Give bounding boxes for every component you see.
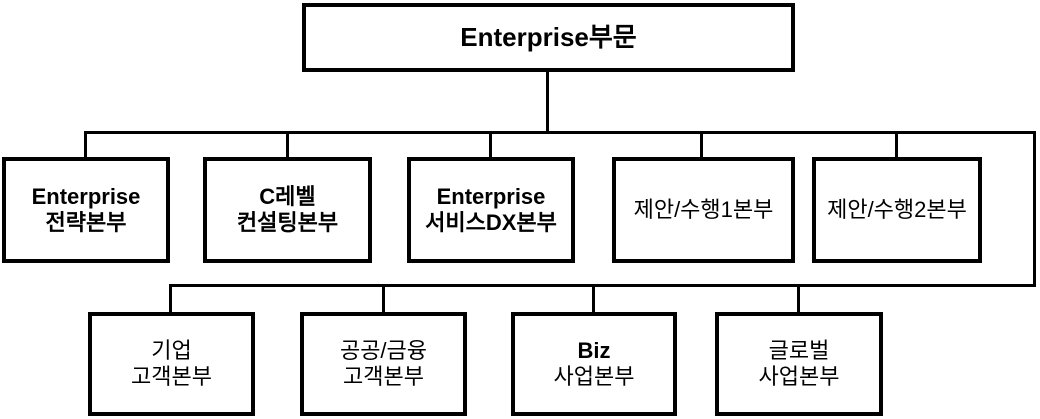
connector-row2-drop-3 bbox=[489, 131, 492, 157]
node-label-line: 기업 bbox=[151, 338, 192, 364]
node-label-line: 공공/금융 bbox=[339, 338, 428, 364]
node-label-line: C레벨 bbox=[259, 184, 316, 210]
connector-row3-hline bbox=[169, 284, 1036, 287]
org-node-enterprise-division: Enterprise부문 bbox=[302, 3, 795, 72]
node-label-line: 글로벌 bbox=[768, 338, 830, 364]
node-label: Enterprise부문 bbox=[460, 22, 637, 53]
node-label-line: 서비스DX본부 bbox=[425, 210, 557, 235]
node-label-line: 제안/수행2본부 bbox=[827, 197, 967, 223]
connector-row2-drop-2 bbox=[286, 131, 289, 157]
connector-row3-drop-1 bbox=[169, 284, 172, 312]
node-label-line: 고객본부 bbox=[343, 364, 424, 389]
connector-row3-drop-4 bbox=[797, 284, 800, 312]
node-label-line: Enterprise bbox=[436, 184, 546, 210]
org-node-enterprise-strategy: Enterprise 전략본부 bbox=[2, 157, 170, 263]
node-label-line: Enterprise bbox=[31, 184, 141, 210]
connector-row2-drop-5 bbox=[895, 131, 898, 157]
connector-row3-drop-3 bbox=[592, 284, 595, 312]
org-node-proposal-delivery-2: 제안/수행2본부 bbox=[812, 157, 982, 263]
connector-root-drop bbox=[546, 70, 549, 133]
connector-row2-drop-4 bbox=[700, 131, 703, 157]
org-node-global-business: 글로벌 사업본부 bbox=[715, 312, 883, 416]
node-label-line: 컨설팅본부 bbox=[236, 210, 339, 235]
node-label-line: Biz bbox=[577, 338, 611, 364]
org-node-proposal-delivery-1: 제안/수행1본부 bbox=[612, 157, 795, 263]
node-label-line: 전략본부 bbox=[45, 210, 127, 235]
node-label-line: 제안/수행1본부 bbox=[633, 197, 774, 223]
node-label-line: 사업본부 bbox=[553, 364, 635, 389]
connector-row2-drop-1 bbox=[84, 131, 87, 157]
node-label-line: 고객본부 bbox=[131, 364, 212, 389]
org-node-enterprise-service-dx: Enterprise 서비스DX본부 bbox=[407, 157, 575, 263]
org-node-biz-business: Biz 사업본부 bbox=[511, 312, 677, 416]
org-node-clevel-consulting: C레벨 컨설팅본부 bbox=[203, 157, 372, 263]
connector-right-edge-vline bbox=[1033, 131, 1036, 287]
org-node-corporate-customer: 기업 고객본부 bbox=[88, 312, 255, 416]
connector-row2-hline bbox=[84, 131, 1036, 134]
connector-row3-drop-2 bbox=[382, 284, 385, 312]
node-label-line: 사업본부 bbox=[758, 364, 840, 389]
org-node-public-finance-customer: 공공/금융 고객본부 bbox=[300, 312, 467, 416]
